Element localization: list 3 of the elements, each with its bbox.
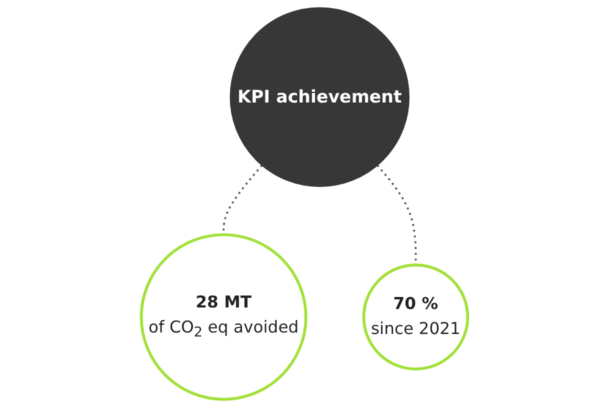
- node-circle: 70 % since 2021: [362, 264, 470, 370]
- node-circle: KPI achievement: [230, 7, 410, 187]
- node-circle: 28 MT of CO$_{2}$ eq avoided: [140, 233, 308, 401]
